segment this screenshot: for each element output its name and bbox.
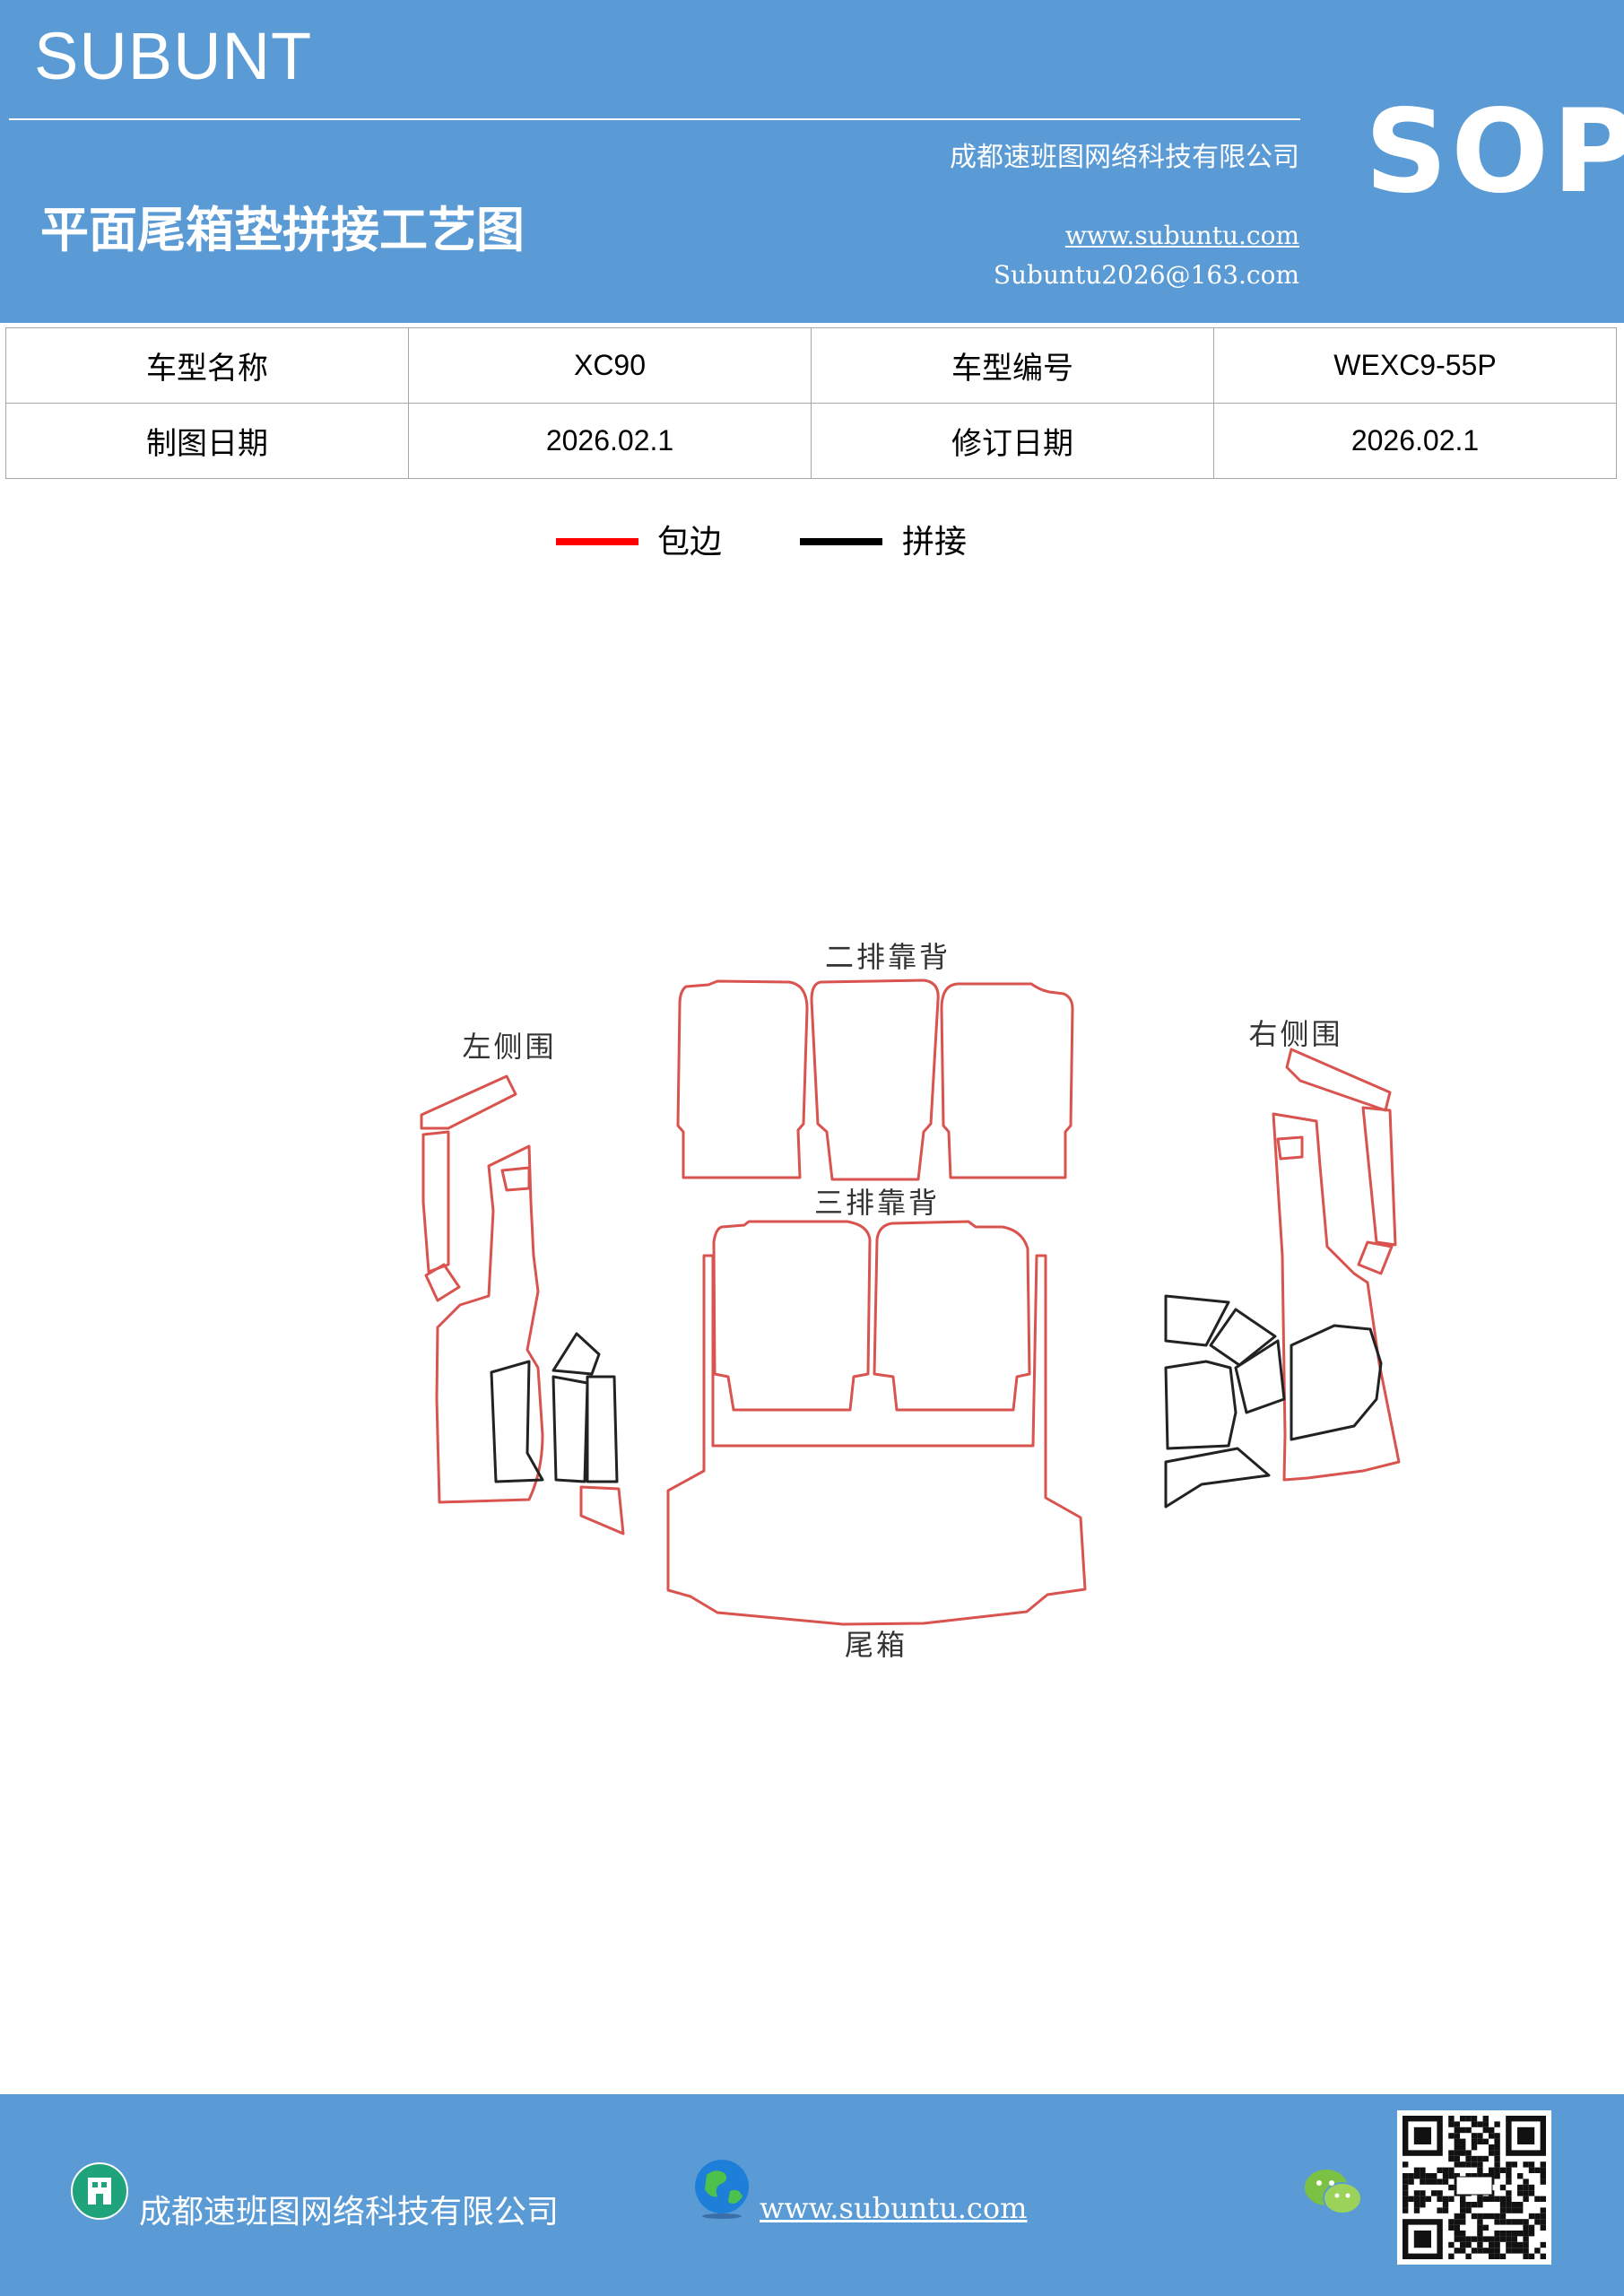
second-row-panel-left: [676, 979, 809, 1179]
email-address: Subuntu2026@163.com: [993, 260, 1299, 290]
legend-label-seam: 拼接: [902, 524, 968, 561]
third-row-panel-right: [873, 1220, 1031, 1412]
right-side-seam-piece-4: [1164, 1360, 1238, 1450]
footer-company-name: 成都速班图网络科技有限公司: [139, 2194, 560, 2231]
left-side-seam-piece-2: [551, 1375, 589, 1483]
left-side-pillar: [421, 1130, 450, 1274]
model-code-value: WEXC9-55P: [1213, 327, 1617, 404]
table-row: 车型名称 XC90 车型编号 WEXC9-55P: [5, 327, 1617, 404]
left-side-seam-piece-3: [586, 1375, 619, 1483]
legend-swatch-edge: [556, 538, 638, 545]
wechat-icon[interactable]: [1303, 2166, 1364, 2220]
brand-name: SUBUNT: [34, 19, 313, 93]
table-row: 制图日期 2026.02.1 修订日期 2026.02.1: [5, 403, 1617, 479]
right-side-seam-piece-1: [1164, 1294, 1230, 1347]
right-side-seam-piece-3: [1234, 1339, 1286, 1414]
right-side-small-block: [1357, 1240, 1394, 1275]
third-row-panel-left: [712, 1220, 872, 1412]
legend-label-edge: 包边: [657, 524, 723, 561]
website-link[interactable]: www.subuntu.com: [1064, 221, 1299, 250]
label-left-side: 左侧围: [462, 1030, 556, 1064]
draw-date-label: 制图日期: [5, 403, 409, 479]
right-side-seam-piece-6: [1164, 1447, 1271, 1509]
model-code-label: 车型编号: [811, 327, 1214, 404]
model-name-value: XC90: [408, 327, 812, 404]
second-row-panel-right: [940, 982, 1074, 1179]
header-divider: [9, 118, 1300, 120]
right-side-main-panel: [1272, 1112, 1401, 1482]
left-side-seam-piece-1: [490, 1360, 544, 1483]
right-side-seam-piece-5: [1290, 1324, 1383, 1441]
label-second-row: 二排靠背: [825, 940, 951, 974]
label-third-row: 三排靠背: [814, 1186, 940, 1220]
qr-code: [1397, 2110, 1551, 2265]
revision-date-value: 2026.02.1: [1213, 403, 1617, 479]
legend: 包边 拼接: [0, 516, 1624, 578]
footer-banner: 成都速班图网络科技有限公司 www.subuntu.com: [0, 2094, 1624, 2296]
company-name: 成都速班图网络科技有限公司: [950, 142, 1299, 173]
left-side-seam-piece-4: [551, 1332, 601, 1376]
legend-swatch-seam: [800, 538, 882, 545]
right-side-window: [1276, 1135, 1304, 1161]
left-side-bottom-piece: [579, 1485, 625, 1535]
mat-layout-diagram: 二排靠背 三排靠背 左侧围 右侧围 尾箱: [420, 940, 1401, 1662]
trunk-floor-panel: [666, 1254, 1087, 1626]
model-name-label: 车型名称: [5, 327, 409, 404]
left-side-small-block: [424, 1263, 461, 1302]
right-side-upper-strip: [1285, 1048, 1392, 1112]
document-title: 平面尾箱垫拼接工艺图: [40, 201, 525, 258]
building-icon: [71, 2162, 128, 2220]
footer-website-link[interactable]: www.subuntu.com: [760, 2191, 1028, 2225]
globe-icon: [695, 2160, 749, 2219]
left-side-main-panel: [435, 1144, 544, 1504]
left-side-window: [500, 1166, 531, 1192]
right-side-seam-piece-2: [1209, 1308, 1277, 1367]
vehicle-info-table: 车型名称 XC90 车型编号 WEXC9-55P 制图日期 2026.02.1 …: [5, 327, 1617, 479]
second-row-panel-center: [810, 978, 940, 1181]
label-right-side: 右侧围: [1248, 1017, 1342, 1051]
left-side-upper-strip: [420, 1074, 517, 1130]
header-banner: SUBUNT 成都速班图网络科技有限公司 平面尾箱垫拼接工艺图 www.subu…: [0, 0, 1624, 323]
draw-date-value: 2026.02.1: [408, 403, 812, 479]
revision-date-label: 修订日期: [811, 403, 1214, 479]
right-side-pillar: [1361, 1106, 1397, 1247]
label-trunk: 尾箱: [845, 1628, 908, 1662]
sop-badge: SOP: [1365, 85, 1624, 219]
